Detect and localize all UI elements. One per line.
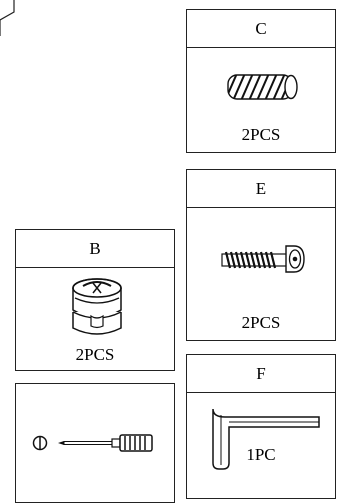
part-b-quantity: 2PCS bbox=[75, 345, 115, 364]
screwdriver-box bbox=[15, 383, 175, 503]
part-c-box: C 2PCS bbox=[186, 9, 336, 153]
part-c-quantity: 2PCS bbox=[241, 125, 281, 144]
allen-key-icon bbox=[212, 408, 320, 470]
part-e-box: E 2PCS bbox=[186, 169, 336, 341]
cam-lock-icon bbox=[72, 278, 122, 335]
part-f-box: F 1PC bbox=[186, 354, 336, 499]
screwdriver-icon bbox=[32, 434, 153, 452]
dowel-icon bbox=[227, 74, 298, 100]
hex-bolt-icon bbox=[221, 245, 305, 273]
part-b-box: B 2PCS bbox=[15, 229, 175, 371]
part-e-quantity: 2PCS bbox=[241, 313, 281, 332]
part-b-letter: B bbox=[16, 230, 174, 268]
part-c-letter: C bbox=[187, 10, 335, 48]
part-e-letter: E bbox=[187, 170, 335, 208]
panel-drawing-fragment bbox=[0, 0, 15, 36]
part-f-letter: F bbox=[187, 355, 335, 393]
part-f-quantity: 1PC bbox=[246, 445, 276, 464]
